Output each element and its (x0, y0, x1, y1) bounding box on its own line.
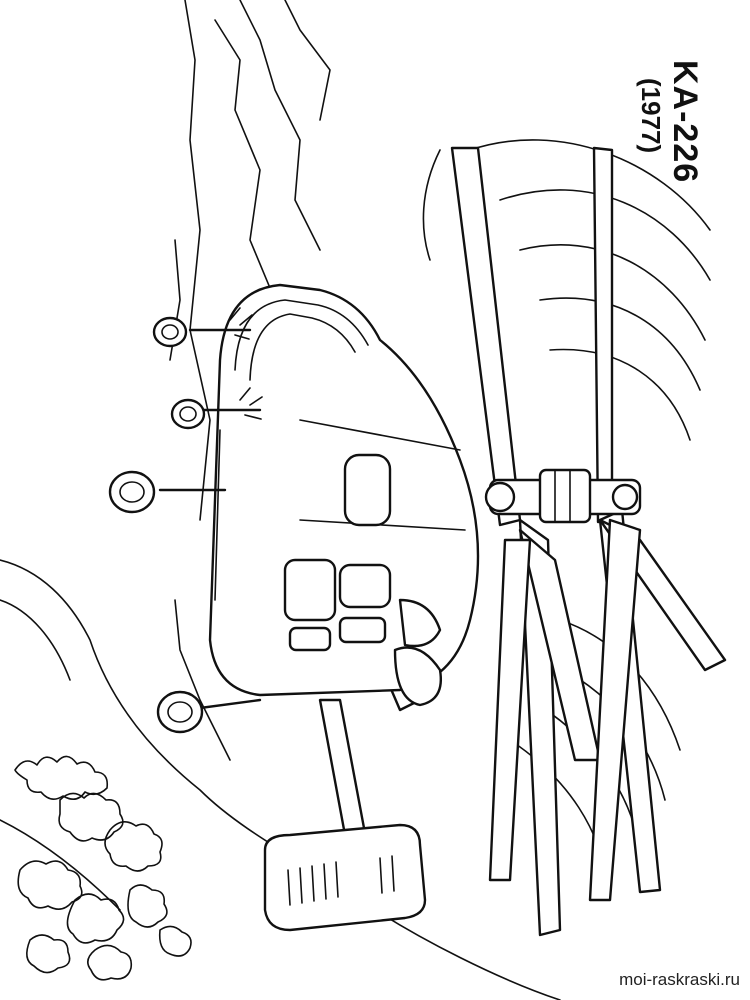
model-year: (1977) (636, 78, 666, 154)
model-title: KA-226 (666, 60, 704, 184)
rotor-hub (484, 468, 642, 524)
shrub-cluster (14, 755, 192, 981)
nose-cone (393, 598, 442, 707)
hill-lines (0, 559, 561, 1000)
site-watermark[interactable]: moi-raskraski.ru (619, 970, 740, 989)
rotor-blade-lower (488, 518, 727, 902)
cabin-windows (283, 453, 392, 652)
tail-stabilizer (263, 823, 427, 932)
landing-gear (108, 307, 263, 734)
